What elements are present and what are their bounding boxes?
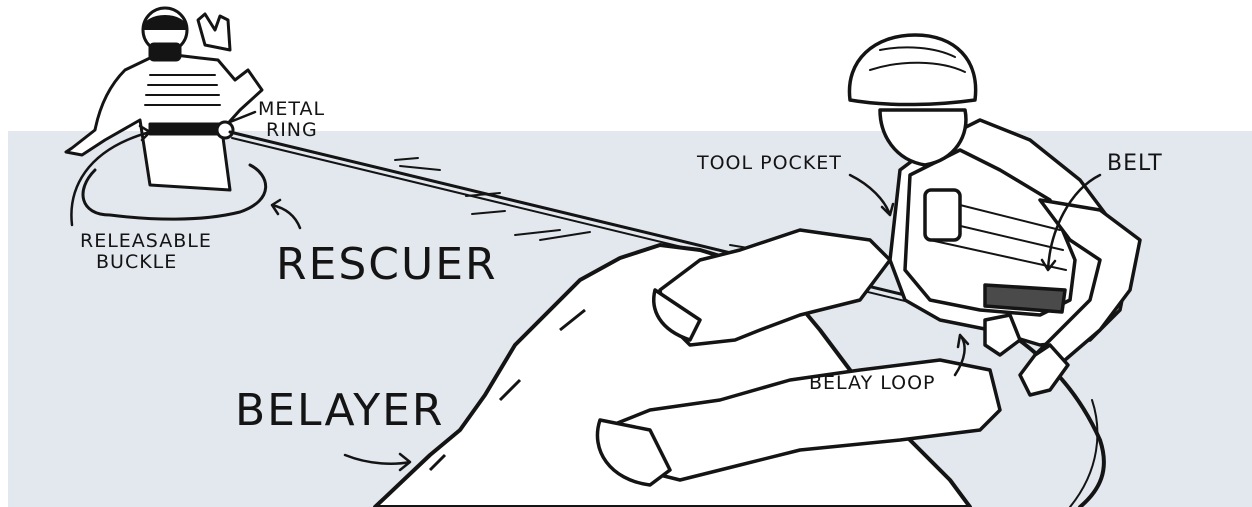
metal-ring-label: METAL RING <box>258 99 325 141</box>
releasable-buckle-label: RELEASABLE BUCKLE <box>80 231 212 273</box>
belay-loop-label: BELAY LOOP <box>809 373 936 394</box>
belt-label: BELT <box>1107 153 1163 174</box>
metal-ring-line2: RING <box>258 120 325 141</box>
rescuer-label: RESCUER <box>276 242 498 288</box>
belayer-label: BELAYER <box>235 388 444 434</box>
metal-ring-line1: METAL <box>258 99 325 120</box>
releasable-buckle-line2: BUCKLE <box>80 252 212 273</box>
releasable-buckle-line1: RELEASABLE <box>80 231 212 252</box>
tool-pocket-label: TOOL POCKET <box>697 153 842 174</box>
